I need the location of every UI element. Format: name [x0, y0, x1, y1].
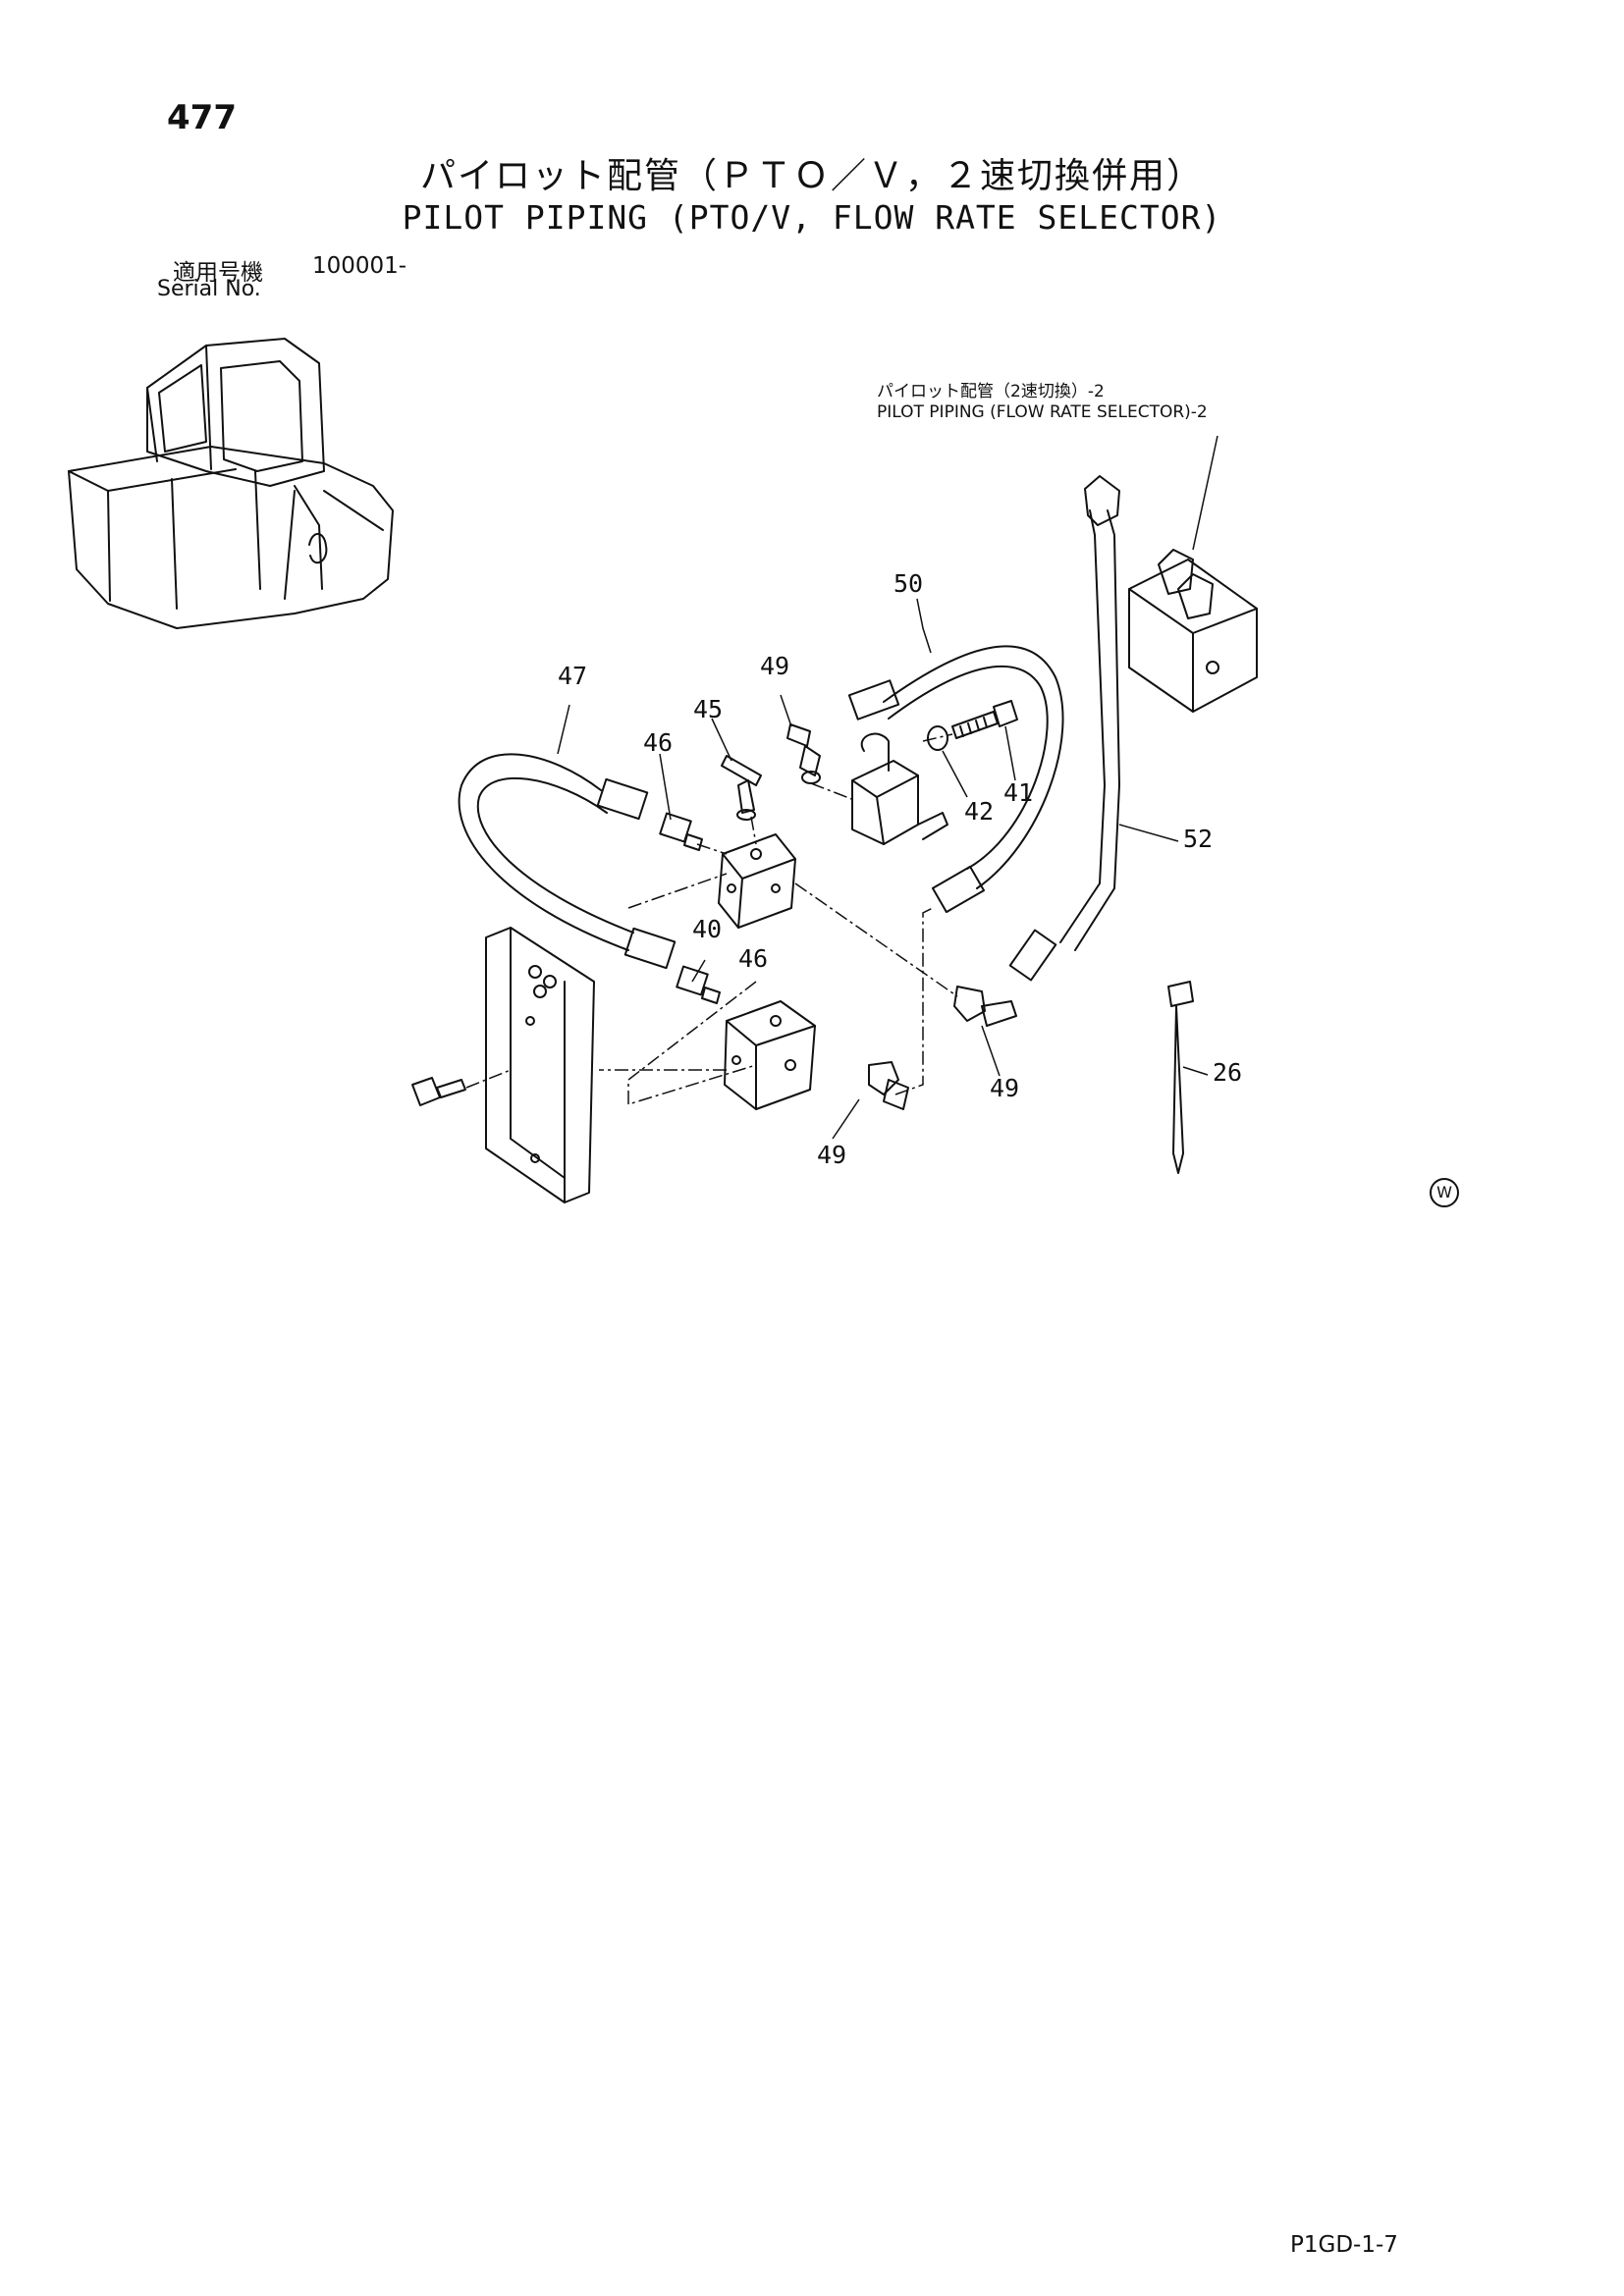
leader-lines — [557, 435, 1218, 1140]
callout-26: 26 — [1213, 1058, 1243, 1087]
reference-label-jp: パイロット配管（2速切換）-2 — [877, 382, 1105, 401]
page-title-en: PILOT PIPING (PTO/V, FLOW RATE SELECTOR) — [402, 198, 1222, 237]
callout-50: 50 — [893, 569, 924, 598]
callout-45: 45 — [693, 695, 724, 723]
serial-label-en: Serial No. — [157, 277, 261, 301]
callout-49-right: 49 — [990, 1074, 1020, 1102]
hose-47 — [458, 753, 677, 970]
elbow-49-lower — [868, 1061, 909, 1110]
fitting-46b — [676, 965, 721, 1004]
callout-46-upper: 46 — [643, 728, 674, 757]
washer-42 — [927, 725, 948, 751]
callout-40: 40 — [692, 915, 723, 943]
cable-tie-26 — [1167, 981, 1194, 1174]
hose-50 — [847, 645, 1064, 914]
callout-49-upper: 49 — [760, 652, 790, 680]
bracket-plate — [485, 927, 595, 1203]
elbow-49-right — [953, 986, 1017, 1027]
footer-code: P1GD-1-7 — [1290, 2232, 1398, 2258]
fitting-46a — [659, 812, 703, 851]
page-title-jp: パイロット配管（ＰＴＯ／Ｖ，２速切換併用） — [419, 156, 1204, 196]
lower-block — [724, 1000, 816, 1110]
excavator-thumbnail-icon — [68, 338, 394, 629]
callout-47: 47 — [558, 662, 588, 690]
page-number: 477 — [167, 98, 237, 137]
bolt-41 — [951, 700, 1018, 739]
callout-46-lower: 46 — [738, 944, 769, 973]
serial-label-jp: 適用号機 — [173, 260, 263, 286]
callout-52: 52 — [1183, 825, 1214, 853]
callout-49-lower: 49 — [817, 1141, 847, 1169]
block-40 — [718, 833, 796, 929]
selector-valve — [1128, 549, 1258, 713]
assembly-lines — [465, 733, 958, 1106]
reference-label-en: PILOT PIPING (FLOW RATE SELECTOR)-2 — [877, 402, 1208, 422]
hose-52 — [1008, 475, 1120, 982]
elbow-49-upper — [786, 723, 821, 784]
callout-42: 42 — [964, 797, 995, 826]
bolt-lower-left — [411, 1077, 466, 1106]
w-mark: W — [1430, 1178, 1459, 1207]
valve-body — [851, 732, 948, 845]
callout-41: 41 — [1003, 778, 1034, 807]
tee-fitting-45 — [721, 755, 762, 821]
serial-value: 100001- — [312, 253, 407, 279]
